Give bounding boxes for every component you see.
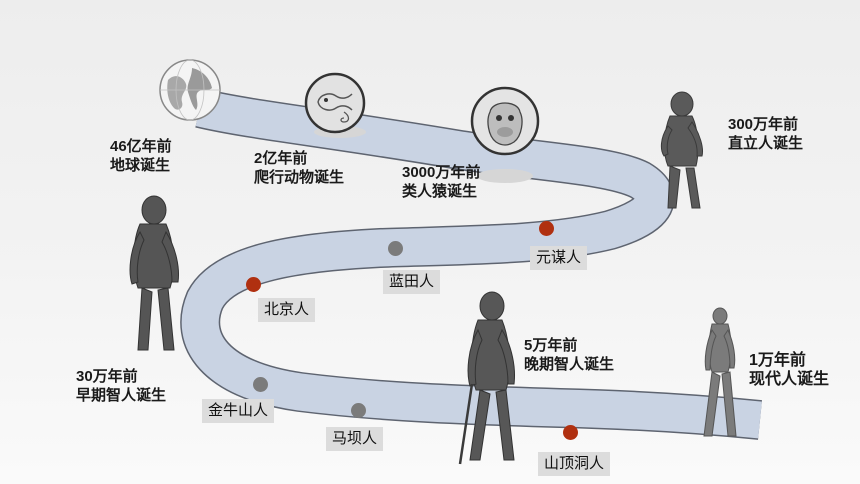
modern-human-figure	[703, 307, 737, 437]
site-label-maba: 马坝人	[326, 427, 384, 451]
milestone-time: 30万年前	[76, 368, 138, 385]
milestone-time: 300万年前	[728, 116, 799, 133]
milestone-late-sapiens: 5万年前 晚期智人诞生	[524, 336, 614, 374]
milestone-erectus: 300万年前 直立人诞生	[728, 115, 803, 153]
site-dot-lantian	[388, 241, 403, 256]
milestone-event: 地球诞生	[110, 157, 171, 174]
site-dot-shandingdong	[563, 425, 578, 440]
site-dot-jinniushan	[253, 377, 268, 392]
milestone-event: 早期智人诞生	[76, 387, 167, 404]
milestone-event: 晚期智人诞生	[524, 356, 615, 373]
site-dot-beijing	[246, 277, 261, 292]
site-label-beijing: 北京人	[258, 298, 316, 322]
site-label-shandingdong: 山顶洞人	[538, 452, 611, 476]
milestone-time: 46亿年前	[110, 138, 172, 155]
milestone-event: 现代人诞生	[749, 371, 830, 388]
milestone-ape: 3000万年前 类人猿诞生	[402, 163, 480, 201]
homo-erectus-figure	[660, 91, 703, 209]
milestone-event: 类人猿诞生	[402, 183, 478, 200]
milestone-time: 1万年前	[749, 352, 806, 369]
milestone-time: 5万年前	[524, 337, 578, 354]
late-sapiens-figure	[458, 291, 515, 465]
milestone-time: 3000万年前	[402, 164, 481, 181]
milestone-modern: 1万年前 现代人诞生	[749, 351, 829, 389]
early-sapiens-figure	[129, 195, 179, 351]
site-dot-yuanmou	[539, 221, 554, 236]
site-label-lantian: 蓝田人	[383, 270, 441, 294]
milestone-time: 2亿年前	[254, 150, 308, 167]
milestone-reptile: 2亿年前 爬行动物诞生	[254, 149, 344, 187]
site-dot-maba	[351, 403, 366, 418]
globe-icon	[159, 59, 221, 121]
site-label-yuanmou: 元谋人	[530, 246, 588, 270]
milestone-event: 直立人诞生	[728, 135, 804, 152]
reptile-icon	[304, 72, 366, 134]
milestone-early-sapiens: 30万年前 早期智人诞生	[76, 367, 166, 405]
milestone-event: 爬行动物诞生	[254, 169, 345, 186]
ape-icon	[470, 86, 540, 156]
milestone-earth: 46亿年前 地球诞生	[110, 137, 172, 175]
site-label-jinniushan: 金牛山人	[202, 399, 275, 423]
